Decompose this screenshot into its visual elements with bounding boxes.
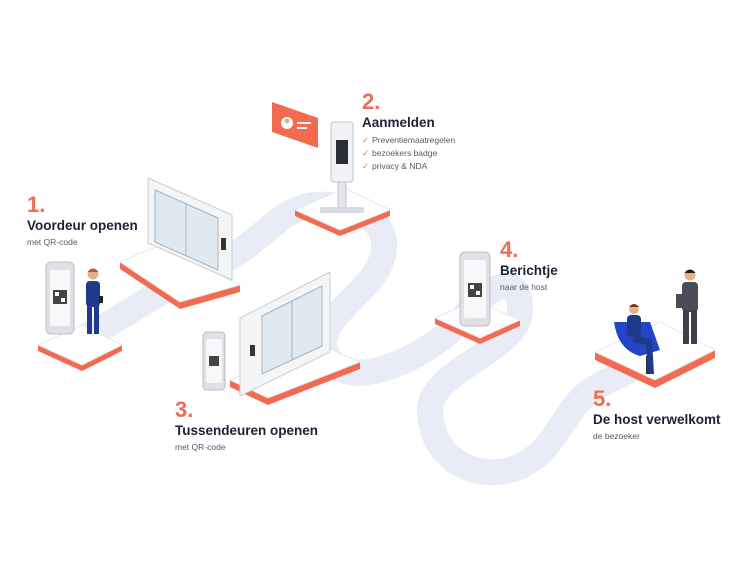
qr-phone-3: [202, 331, 226, 391]
step-3: 3. Tussendeuren openen met QR-code: [175, 398, 318, 453]
qr-phone-1: [45, 261, 75, 335]
platform-1-edge: [38, 345, 122, 371]
seated-visitor: [614, 304, 660, 374]
step-5-number: 5.: [593, 386, 612, 411]
step-5-subtitle: de bezoeker: [593, 431, 640, 441]
check-icon: ✓: [362, 148, 370, 158]
platform-2: [272, 102, 392, 236]
door-reader-icon-3: [250, 345, 255, 356]
check-icon: ✓: [362, 161, 370, 171]
door-reader-icon: [221, 238, 226, 250]
step-4-number: 4.: [500, 237, 519, 262]
qr-code-icon-3: [209, 356, 219, 366]
step-1-number: 1.: [27, 192, 46, 217]
message-phone: [459, 251, 491, 327]
checklist-item: ✓privacy & NDA: [362, 160, 455, 173]
step-3-title: Tussendeuren openen: [175, 423, 319, 438]
step-4-title: Berichtje: [500, 263, 558, 278]
step-5: 5. De host verwelkomt de bezoeker: [593, 387, 721, 442]
check-icon: ✓: [362, 135, 370, 145]
step-3-number: 3.: [175, 397, 194, 422]
platform-5: [593, 269, 717, 388]
step-2-number: 2.: [362, 89, 381, 114]
step-4-subtitle: naar de host: [500, 282, 548, 292]
step-1-subtitle: met QR-code: [27, 237, 78, 247]
platform-3: [202, 271, 362, 405]
checklist-item: ✓bezoekers badge: [362, 147, 455, 160]
front-door-top: [118, 244, 242, 303]
front-door-edge: [120, 262, 240, 309]
platform-1: [36, 261, 124, 371]
checklist-item-label: Preventiemaatregelen: [372, 135, 456, 145]
checklist-item-label: bezoekers badge: [372, 148, 438, 158]
host-person: [676, 269, 698, 344]
platform-4: [433, 251, 522, 344]
step-2-title: Aanmelden: [362, 115, 435, 130]
step-2-checklist: ✓Preventiemaatregelen ✓bezoekers badge ✓…: [362, 134, 455, 173]
checklist-item: ✓Preventiemaatregelen: [362, 134, 455, 147]
visitor-person: [86, 268, 103, 334]
visitor-badge-card: [272, 102, 318, 148]
step-3-subtitle: met QR-code: [175, 442, 226, 452]
step-5-title: De host verwelkomt: [593, 412, 721, 427]
step-1: 1. Voordeur openen met QR-code: [27, 193, 138, 248]
checklist-item-label: privacy & NDA: [372, 161, 428, 171]
platform-2-edge: [295, 210, 390, 236]
badge-card-face: [272, 102, 318, 148]
step-2: 2. Aanmelden ✓Preventiemaatregelen ✓bezo…: [362, 90, 455, 173]
platform-4-edge: [435, 318, 520, 344]
check-in-kiosk: [320, 121, 364, 213]
platform-front-door: [118, 177, 242, 309]
step-1-title: Voordeur openen: [27, 218, 138, 233]
step-4: 4. Berichtje naar de host: [500, 238, 558, 293]
